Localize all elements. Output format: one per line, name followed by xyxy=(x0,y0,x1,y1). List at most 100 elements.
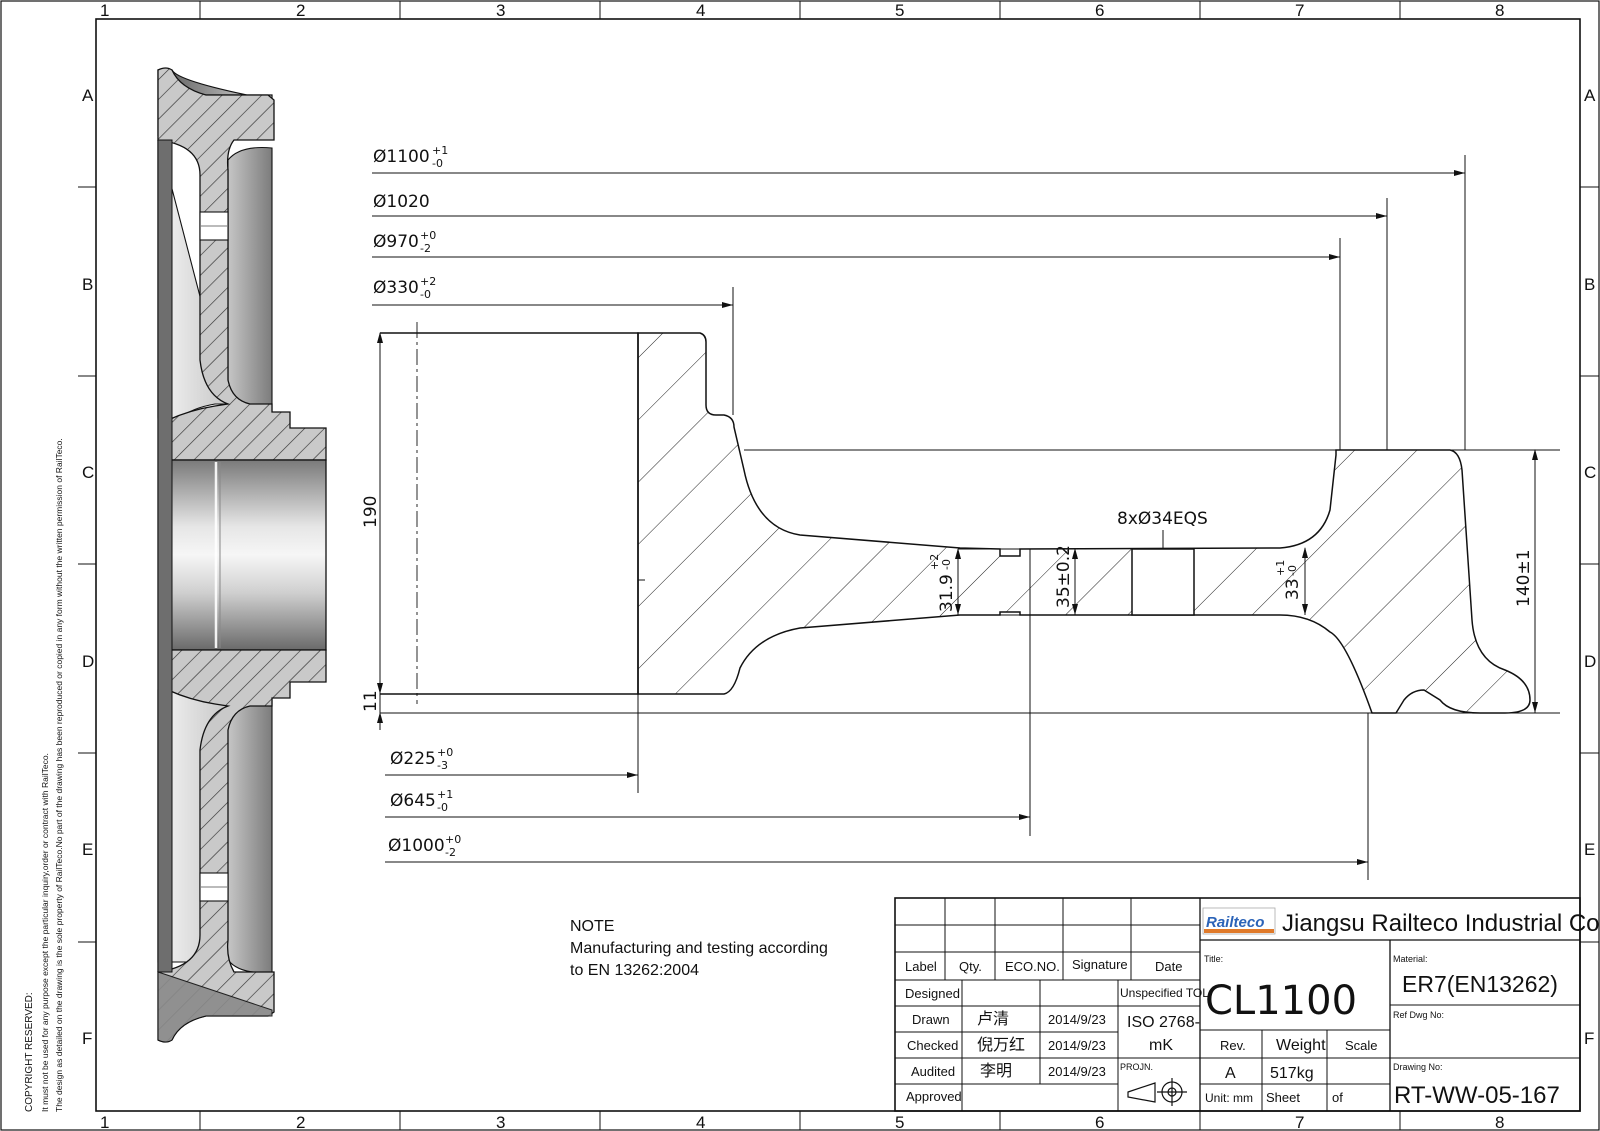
col-label-bottom: 7 xyxy=(1295,1113,1304,1131)
col-label-bottom: 8 xyxy=(1495,1113,1504,1131)
row-label-right: C xyxy=(1584,463,1596,482)
note-line: Manufacturing and testing according xyxy=(570,940,828,957)
drawn-date: 2014/9/23 xyxy=(1048,1012,1106,1027)
dim-645-upper: +1 xyxy=(437,788,453,801)
row-label-right: B xyxy=(1584,275,1595,294)
col-label-top: 4 xyxy=(696,1,705,20)
col-label-top: 5 xyxy=(895,1,904,20)
dim-web-319-upper: +2 xyxy=(928,554,941,570)
hub-bore xyxy=(167,459,327,651)
title-label: Title: xyxy=(1204,954,1223,964)
copyright-line: The design as detailed on the drawing is… xyxy=(54,438,64,1112)
wheel-section-view xyxy=(157,67,327,1043)
unspecified-tol-value: ISO 2768- xyxy=(1127,1014,1200,1031)
dim-970-lower: -2 xyxy=(420,242,431,255)
dim-web-33: 33 xyxy=(1283,578,1303,600)
dim-holes: 8xØ34EQS xyxy=(1117,509,1208,529)
projection-symbol-icon xyxy=(1127,1078,1187,1106)
dim-225-upper: +0 xyxy=(437,746,453,759)
audited-name: 李明 xyxy=(980,1062,1012,1080)
dim-web-319-lower: -0 xyxy=(940,559,953,570)
dim-225-lower: -3 xyxy=(437,759,448,772)
col-label-bottom: 3 xyxy=(496,1113,505,1131)
logo-text: Railteco xyxy=(1206,914,1264,931)
col-label-top: 6 xyxy=(1095,1,1104,20)
dimension-labels: Ø1100 +1 -0 Ø1020 Ø970 +0 -2 Ø330 +2 -0 … xyxy=(361,144,1534,859)
dim-web-319: 31.9 xyxy=(937,574,957,612)
grid-labels: 1 2 3 4 5 6 7 8 1 2 3 4 5 6 7 8 A B C D … xyxy=(82,1,1596,1131)
wheel-profile-view xyxy=(380,322,1560,714)
dim-11: 11 xyxy=(361,690,381,712)
hub-bore-outline xyxy=(380,332,639,695)
dim-330-upper: +2 xyxy=(420,275,436,288)
col-label-top: 2 xyxy=(296,1,305,20)
unit-label: Unit: mm xyxy=(1205,1091,1253,1105)
col-label-top: 7 xyxy=(1295,1,1304,20)
weight-label: Weight xyxy=(1276,1037,1326,1054)
title-block-text: Railteco Jiangsu Railteco Industrial Co.… xyxy=(905,910,1600,1109)
dim-web-33-upper: +1 xyxy=(1274,560,1287,576)
row-label-audited: Audited xyxy=(911,1064,955,1079)
material-value: ER7(EN13262) xyxy=(1402,971,1558,997)
ref-dwg-label: Ref Dwg No: xyxy=(1393,1010,1444,1020)
col-label-bottom: 5 xyxy=(895,1113,904,1131)
row-label-approved: Approved xyxy=(906,1089,962,1104)
row-label-left: F xyxy=(82,1029,92,1048)
row-label-drawn: Drawn xyxy=(912,1012,950,1027)
note-line: to EN 13262:2004 xyxy=(570,962,699,979)
dim-225: Ø225 xyxy=(390,749,436,769)
row-label-left: D xyxy=(82,652,94,671)
drawing-number: RT-WW-05-167 xyxy=(1394,1082,1560,1109)
header-qty: Qty. xyxy=(959,959,982,974)
dim-1000-lower: -2 xyxy=(445,846,456,859)
dim-web-35: 35±0.2 xyxy=(1054,545,1074,608)
row-label-left: A xyxy=(82,86,94,105)
header-label: Label xyxy=(905,959,937,974)
rim-bottom xyxy=(157,971,273,1043)
dim-645-lower: -0 xyxy=(437,801,448,814)
dim-330: Ø330 xyxy=(373,278,419,298)
col-label-bottom: 4 xyxy=(696,1113,705,1131)
drawn-name: 卢清 xyxy=(977,1010,1009,1028)
dim-1100: Ø1100 xyxy=(373,147,430,167)
col-label-top: 1 xyxy=(100,1,109,20)
scale-label: Scale xyxy=(1345,1038,1378,1053)
row-label-right: A xyxy=(1584,86,1596,105)
dimension-set xyxy=(372,155,1538,880)
material-label: Material: xyxy=(1393,954,1428,964)
col-label-bottom: 6 xyxy=(1095,1113,1104,1131)
company-name: Jiangsu Railteco Industrial Co.,LTD xyxy=(1282,910,1600,937)
dim-140: 140±1 xyxy=(1514,549,1534,607)
col-label-bottom: 2 xyxy=(296,1113,305,1131)
weight-value: 517kg xyxy=(1270,1065,1314,1082)
unspecified-tol-label: Unspecified TOL xyxy=(1120,986,1209,1000)
note-heading: NOTE xyxy=(570,918,614,935)
header-signature: Signature xyxy=(1072,957,1128,972)
projection-label: PROJN. xyxy=(1120,1062,1153,1072)
rev-value: A xyxy=(1225,1065,1236,1082)
unspecified-tol-value: mK xyxy=(1149,1037,1173,1054)
col-label-bottom: 1 xyxy=(100,1113,109,1131)
railteco-logo xyxy=(1202,907,1276,935)
copyright-heading: COPYRIGHT RESERVED: xyxy=(24,992,35,1112)
drawing-no-label: Drawing No: xyxy=(1393,1062,1443,1072)
checked-date: 2014/9/23 xyxy=(1048,1038,1106,1053)
row-label-right: D xyxy=(1584,652,1596,671)
header-eco: ECO.NO. xyxy=(1005,959,1060,974)
note-block: NOTE Manufacturing and testing according… xyxy=(570,918,828,979)
dim-1000-upper: +0 xyxy=(445,833,461,846)
title-block xyxy=(894,897,1581,1112)
checked-name: 倪万红 xyxy=(977,1036,1025,1054)
of-label: of xyxy=(1332,1090,1343,1105)
wheel-profile xyxy=(637,332,1531,714)
row-label-left: E xyxy=(82,840,93,859)
upper-section xyxy=(157,67,327,461)
drawing-title: CL1100 xyxy=(1205,978,1357,1024)
audited-date: 2014/9/23 xyxy=(1048,1064,1106,1079)
copyright-notice: COPYRIGHT RESERVED: It must not be used … xyxy=(24,438,64,1112)
col-label-top: 3 xyxy=(496,1,505,20)
dim-645: Ø645 xyxy=(390,791,436,811)
dim-190: 190 xyxy=(361,496,381,528)
